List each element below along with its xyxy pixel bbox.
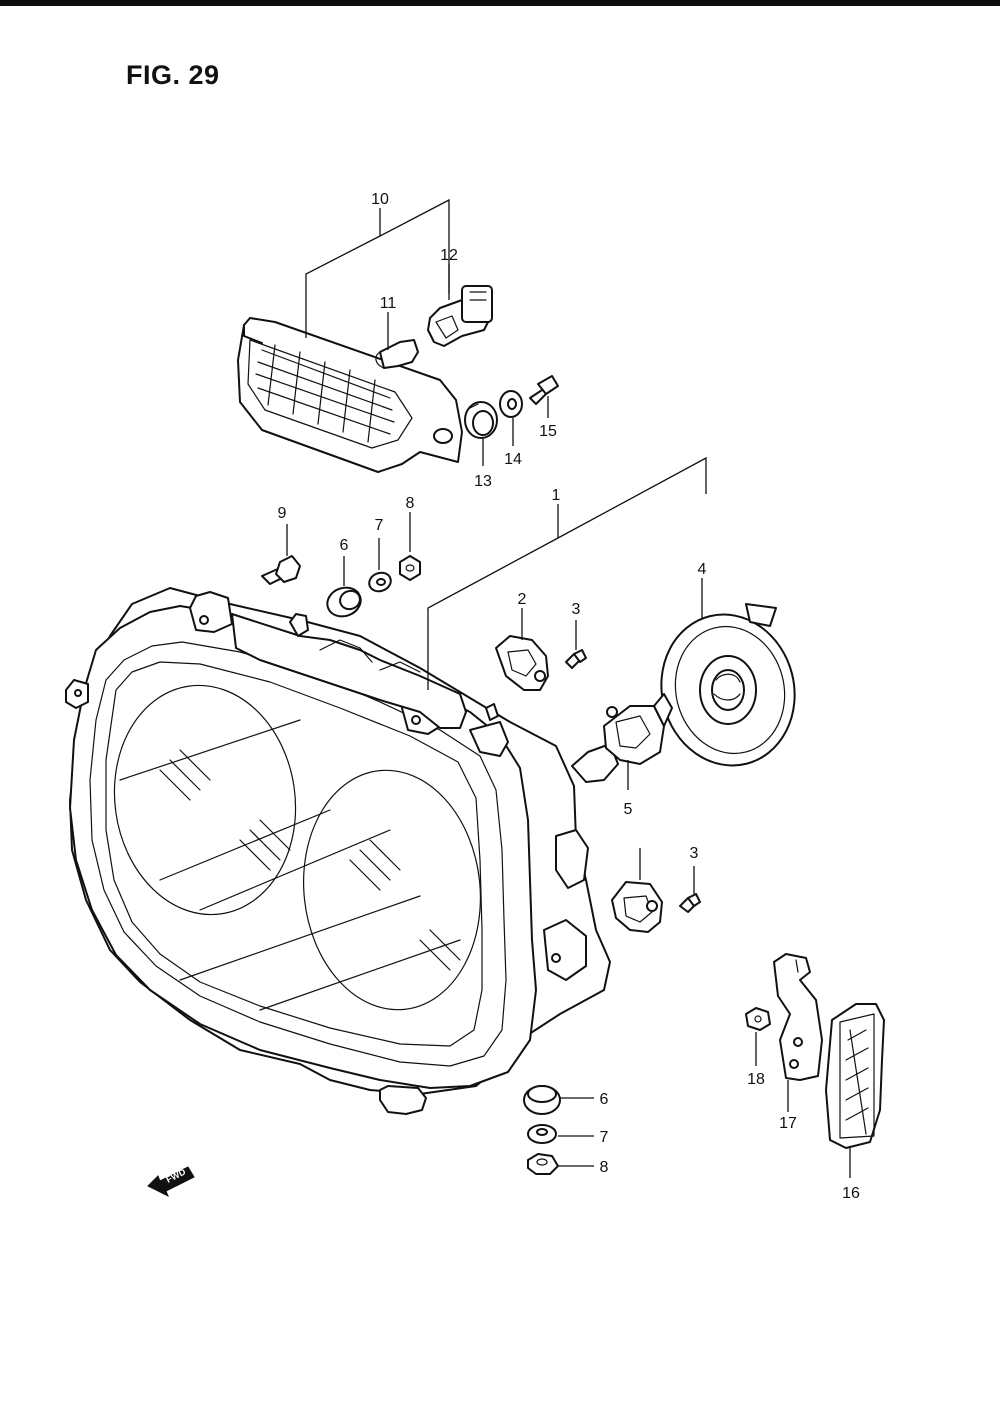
callout-2-bulb-socket-clamp: 2 (518, 591, 527, 608)
callout-3-screw: 3 (690, 845, 699, 862)
callout-4-bulb-cover: 4 (698, 561, 707, 578)
forward-arrow-icon: FWD (147, 1166, 195, 1198)
callout-5-headlamp-bulb: 5 (624, 801, 633, 818)
callout-12-turn-signal-socket: 12 (440, 247, 458, 264)
callout-11-turn-signal-bulb: 11 (380, 295, 397, 312)
cushion-6-top (326, 586, 362, 618)
callout-labels: 10 12 11 15 14 13 1 9 8 7 6 4 2 3 5 3 6 7 8 18 17 16 (278, 191, 860, 1202)
front-turn-signal-lamp (237, 317, 463, 473)
callout-14-washer: 14 (504, 451, 522, 468)
callout-16-reflector: 16 (842, 1185, 860, 1202)
callout-6-cushion: 6 (600, 1091, 609, 1108)
adjusting-screw-9 (261, 555, 301, 585)
reflector-16 (825, 1003, 885, 1149)
screw-3-top (565, 649, 587, 669)
callout-17-reflector-bracket: 17 (779, 1115, 797, 1132)
washer-14 (499, 390, 523, 418)
bulb-clamp-lower (611, 881, 663, 933)
callout-13-cushion: 13 (474, 473, 492, 490)
screw-15 (529, 375, 559, 405)
callout-8-nut: 8 (600, 1159, 609, 1176)
figure-title: FIG. 29 (126, 60, 220, 90)
callout-9-adjusting-screw: 9 (278, 505, 287, 522)
callout-3-screw: 3 (572, 601, 581, 618)
callout-7-washer: 7 (600, 1129, 609, 1146)
cushion-13 (464, 401, 498, 439)
cushion-6-bottom (523, 1085, 561, 1115)
turn-signal-bulb (375, 339, 419, 369)
turn-signal-socket (427, 285, 493, 347)
headlamp-housing (65, 587, 611, 1115)
callout-10-front-turn-signal-lamp: 10 (371, 191, 389, 208)
callout-18-nut: 18 (747, 1071, 765, 1088)
washer-7-top (368, 571, 392, 593)
nut-8-top (399, 555, 421, 581)
nut-18 (745, 1007, 771, 1031)
screw-3-lower (679, 893, 701, 913)
scan-top-border (0, 0, 1000, 6)
washer-7-bottom (527, 1124, 557, 1144)
callout-1-headlamp-assembly: 1 (552, 487, 561, 504)
callout-15-turn-signal-screw: 15 (539, 423, 557, 440)
callout-6-cushion: 6 (340, 537, 349, 554)
callout-7-washer: 7 (375, 517, 384, 534)
reflector-bracket-17 (773, 953, 823, 1081)
headlamp-bulb-5 (571, 693, 673, 783)
bulb-socket-clamp-2 (495, 635, 549, 691)
callout-8-nut: 8 (406, 495, 415, 512)
bulb-cover-4 (660, 603, 796, 767)
nut-8-bottom (527, 1153, 559, 1175)
